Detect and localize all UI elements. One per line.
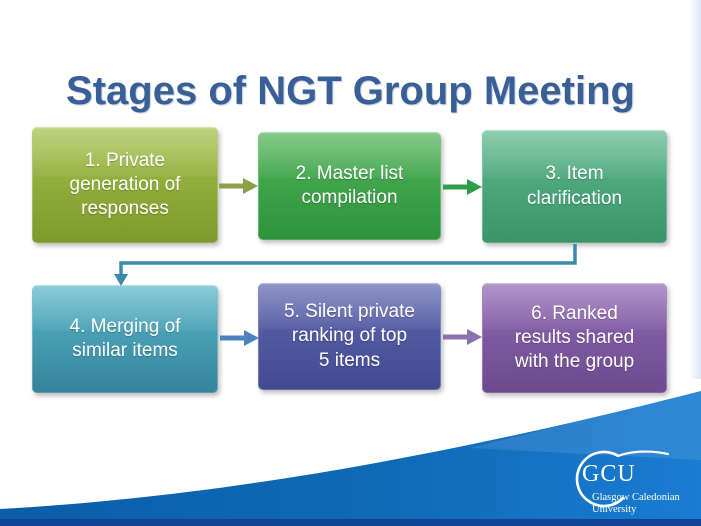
arrow-stage2-to-stage3 — [443, 179, 482, 195]
arrow-head-icon — [467, 179, 482, 195]
stage-box-2: 2. Master list compilation — [258, 132, 441, 240]
connector-line — [119, 244, 577, 275]
gcu-logo-acronym: GCU — [582, 461, 636, 487]
arrow-head-icon — [467, 329, 482, 345]
stage-box-label: 3. Item clarification — [526, 163, 623, 209]
stage-box-1: 1. Private generation of responses — [32, 127, 218, 243]
stage-box-label: 2. Master list compilation — [295, 162, 404, 208]
stage-box-label: 4. Merging of similar items — [69, 315, 181, 361]
stage-box-4: 4. Merging of similar items — [32, 285, 218, 393]
stage-box-label: 6. Ranked results shared with the group — [514, 302, 635, 373]
stage-box-3: 3. Item clarification — [482, 130, 667, 243]
arrow-stage4-to-stage5 — [220, 330, 259, 346]
stage-box-label: 5. Silent private ranking of top 5 items — [284, 301, 415, 371]
gcu-logo-arc-icon — [575, 450, 670, 508]
gcu-logo: GCU Glasgow Caledonian University — [570, 444, 695, 520]
swoosh-baseline-strip — [0, 519, 701, 526]
slide-title: Stages of NGT Group Meeting — [66, 68, 635, 113]
elbow-connector-stage3-to-stage4 — [114, 244, 577, 286]
right-edge-tint — [689, 0, 701, 379]
gcu-logo-name-line2: University — [592, 504, 637, 515]
stage-box-5: 5. Silent private ranking of top 5 items — [258, 283, 441, 390]
arrow-head-icon — [243, 178, 258, 194]
arrow-head-icon — [244, 330, 259, 346]
stage-box-label: 1. Private generation of responses — [69, 149, 181, 220]
arrow-stage5-to-stage6 — [443, 329, 482, 345]
arrow-stage1-to-stage2 — [219, 178, 258, 194]
stage-box-6: 6. Ranked results shared with the group — [482, 283, 667, 393]
gcu-logo-name-line1: Glasgow Caledonian — [592, 492, 680, 503]
